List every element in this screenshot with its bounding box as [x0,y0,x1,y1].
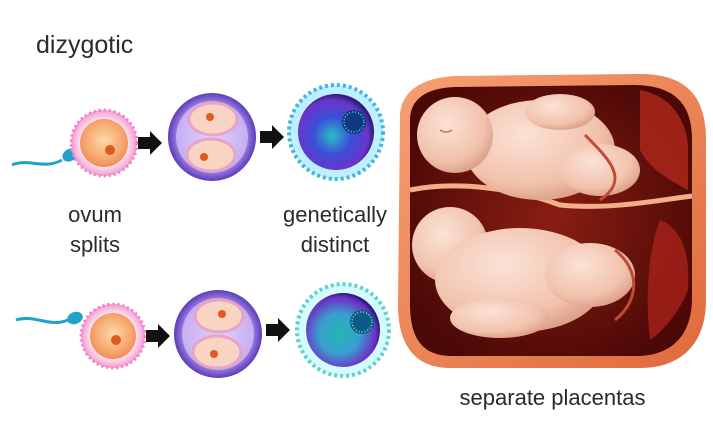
arrow-right-icon [260,125,284,149]
genetic-label-line2: distinct [300,232,370,257]
sperm-icon [11,148,78,167]
arrow-right-icon [138,131,162,155]
dividing-cell-icon [174,290,262,378]
uterus-twins-illustration [398,74,706,368]
ovum-splits-label: ovum splits [40,200,150,260]
arrow-right-icon [266,318,290,342]
arrow-right-icon [146,324,170,348]
fetus-top [417,94,640,202]
dividing-cell-icon [168,93,256,181]
genetically-distinct-label: genetically distinct [265,200,405,260]
fetus-bottom [412,207,636,338]
diagram-title: dizygotic [36,31,134,59]
ovum-label-line1: ovum [68,202,122,227]
separate-placentas-label: separate placentas [459,385,646,410]
blastocyst-icon [287,83,385,181]
ovum-icon [79,302,147,370]
blastocyst-icon [295,282,391,378]
sperm-icon [15,311,83,325]
ovum-icon [69,108,139,178]
genetic-label-line1: genetically [283,202,387,227]
ovum-label-line2: splits [69,232,121,257]
